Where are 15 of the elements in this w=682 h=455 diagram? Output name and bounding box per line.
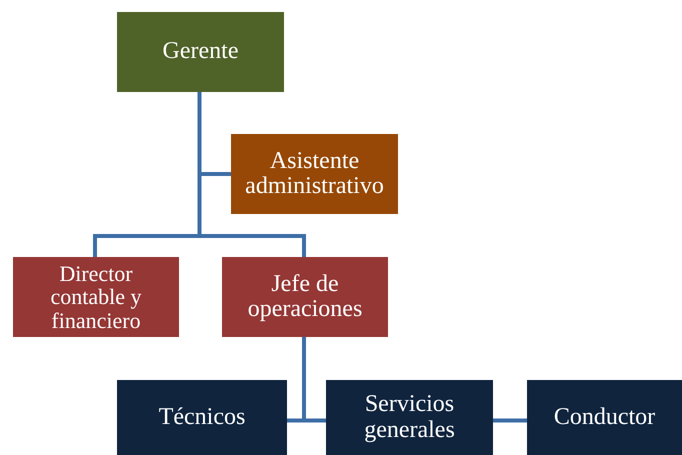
- position-title: Servicios generales: [363, 392, 456, 443]
- position-title: Gerente: [162, 39, 238, 65]
- position-title: Técnicos: [158, 404, 246, 430]
- org-chart-box: [326, 380, 493, 455]
- position-title: Conductor: [554, 404, 656, 430]
- org-chart-box: [231, 134, 398, 214]
- org-chart-box: [13, 257, 179, 337]
- connector-line: [493, 418, 527, 422]
- position-title: Jefe de operaciones: [246, 272, 364, 322]
- org-chart-box: [117, 12, 284, 92]
- position-title: Asistente administrativo: [244, 148, 385, 200]
- org-chart-box: [222, 257, 388, 337]
- org-chart-box: [117, 380, 287, 455]
- org-chart-box: [527, 380, 682, 455]
- position-title: Director contable y financiero: [49, 262, 143, 332]
